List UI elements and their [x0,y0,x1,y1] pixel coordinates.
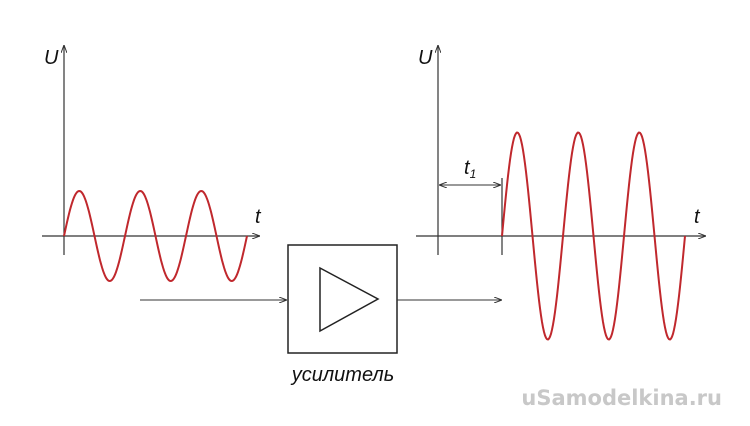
output-signal-wave [501,131,686,341]
output-u-label: U [418,47,433,69]
output-graph: U t t1 [416,45,706,341]
input-u-label: U [44,47,59,69]
input-graph: U t [42,45,262,283]
delay-label: t1 [464,157,476,181]
input-signal-wave [63,189,248,283]
amplifier-box [287,244,398,354]
output-t-label: t [694,206,701,228]
watermark: uSamodelkina.ru [521,386,722,410]
amplifier-block: усилитель [140,244,502,386]
input-t-label: t [255,206,262,228]
amplifier-triangle-icon [319,266,380,333]
amplifier-label: усилитель [290,364,394,386]
